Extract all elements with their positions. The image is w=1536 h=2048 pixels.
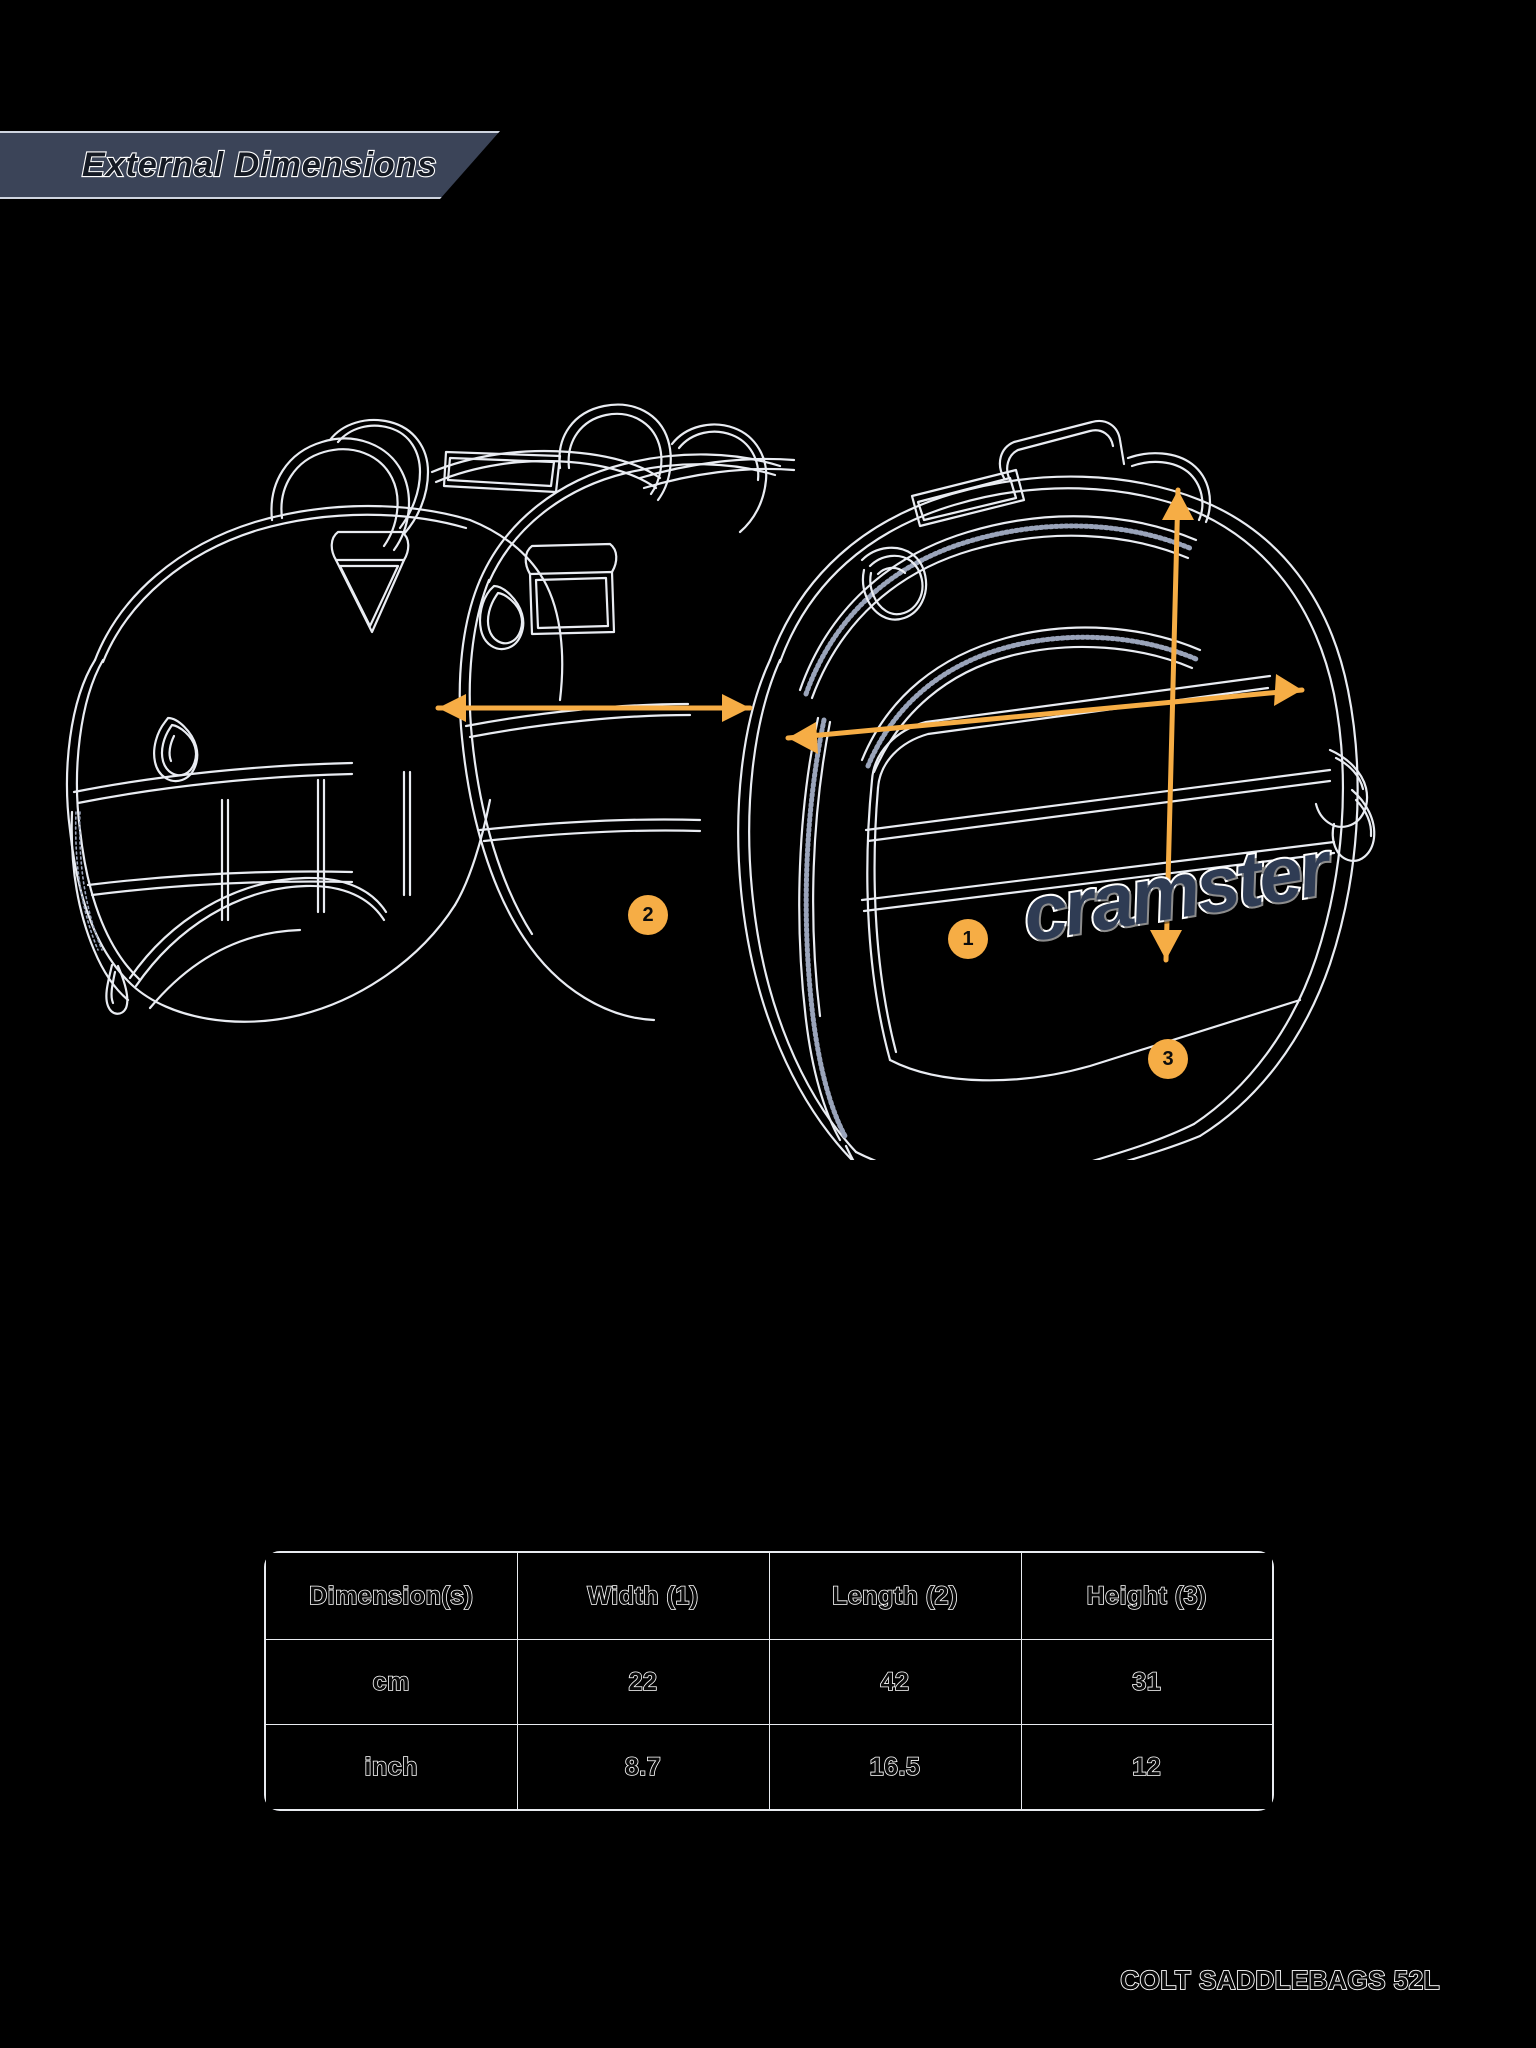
cell-width-inch: 8.7 [516, 1724, 770, 1811]
table-header-dimension: Dimension(s) [264, 1551, 518, 1640]
arrow-width-1 [785, 674, 1305, 754]
table-row: cm 22 42 31 [264, 1639, 1274, 1725]
table-header-length: Length (2) [768, 1551, 1022, 1640]
product-name-footer: COLT SADDLEBAGS 52L [1119, 1964, 1440, 1996]
dimensions-table-wrapper: Dimension(s) Width (1) Length (2) Height… [264, 1551, 1274, 1811]
arrow-height-3 [1150, 487, 1194, 963]
bag-line-art [65, 403, 1376, 1160]
dimension-marker-2: 2 [628, 895, 668, 935]
cell-height-cm: 31 [1020, 1639, 1274, 1725]
cell-length-inch: 16.5 [768, 1724, 1022, 1811]
dimension-marker-1: 1 [948, 919, 988, 959]
dimension-arrows [435, 487, 1305, 963]
saddlebag-illustration [0, 360, 1536, 1160]
cell-length-cm: 42 [768, 1639, 1022, 1725]
arrow-length-2 [435, 694, 753, 722]
dimension-marker-3: 3 [1148, 1039, 1188, 1079]
cell-unit-inch: inch [264, 1724, 518, 1811]
table-header-row: Dimension(s) Width (1) Length (2) Height… [264, 1551, 1274, 1640]
cell-height-inch: 12 [1020, 1724, 1274, 1811]
dimensions-table: Dimension(s) Width (1) Length (2) Height… [264, 1551, 1274, 1811]
cell-unit-cm: cm [264, 1639, 518, 1725]
table-header-height: Height (3) [1020, 1551, 1274, 1640]
table-row: inch 8.7 16.5 12 [264, 1724, 1274, 1811]
cell-width-cm: 22 [516, 1639, 770, 1725]
page-title: External Dimensions [81, 144, 438, 184]
header-banner: External Dimensions [0, 131, 500, 199]
table-header-width: Width (1) [516, 1551, 770, 1640]
